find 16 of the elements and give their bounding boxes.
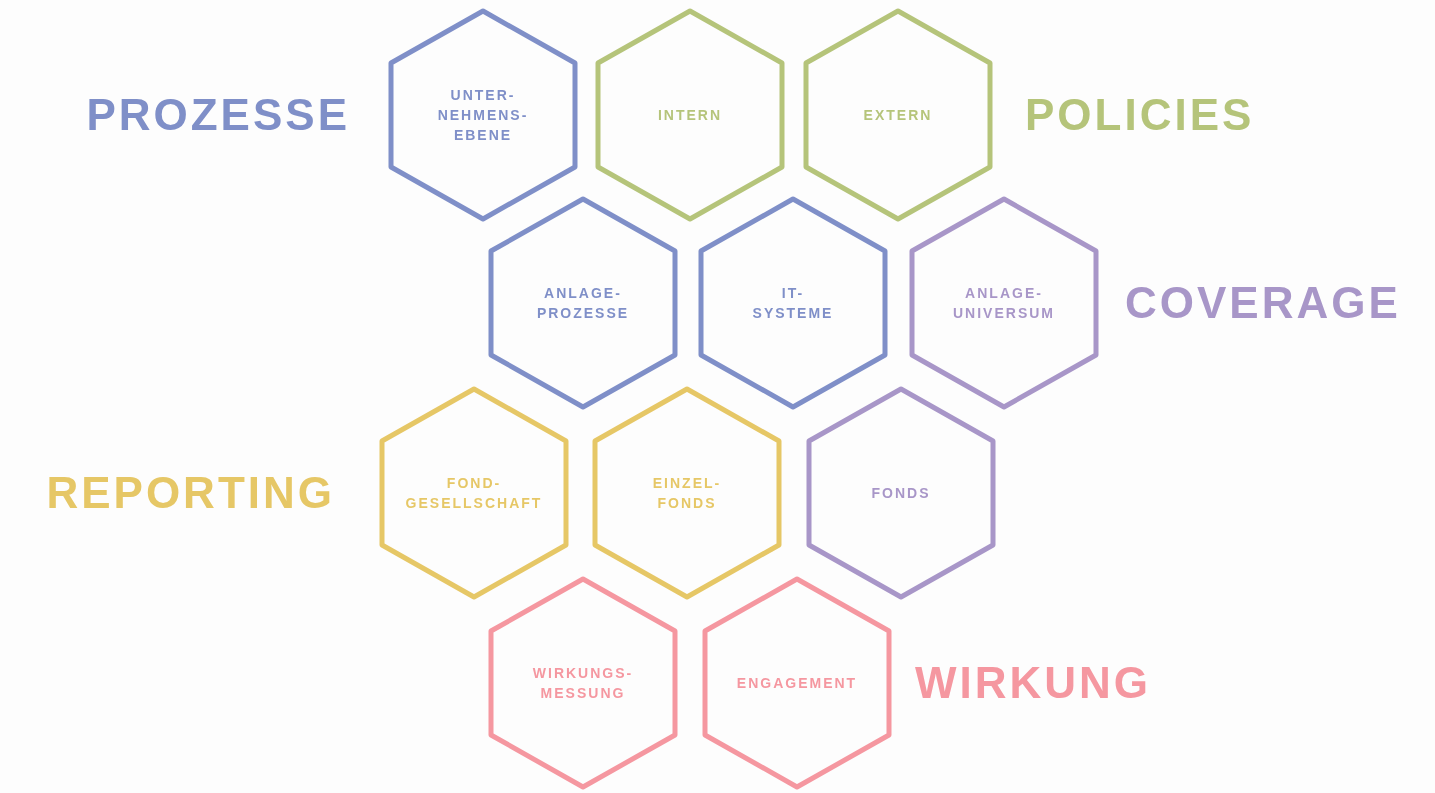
category-heading: REPORTING [46,471,335,515]
hexagon-label: ANLAGE- PROZESSE [536,283,630,323]
hexagon-label: FONDS [871,483,931,503]
hexagon-label: UNTER- NEHMENS- EBENE [437,85,529,146]
hexagon-label: INTERN [657,105,723,125]
hexagon-label: FOND- GESELLSCHAFT [405,473,543,513]
hexagon-label: ANLAGE- UNIVERSUM [953,283,1055,323]
hexagon-label: EINZEL- FONDS [652,473,722,513]
hexagon-label: ENGAGEMENT [736,673,858,693]
hexagon-label: IT- SYSTEME [752,283,834,323]
category-heading: WIRKUNG [915,661,1152,705]
hexagon-label: WIRKUNGS- MESSUNG [532,663,634,703]
category-heading: POLICIES [1025,93,1255,137]
category-heading: PROZESSE [86,93,350,137]
category-heading: COVERAGE [1125,281,1401,325]
hexagon-label: EXTERN [863,105,933,125]
